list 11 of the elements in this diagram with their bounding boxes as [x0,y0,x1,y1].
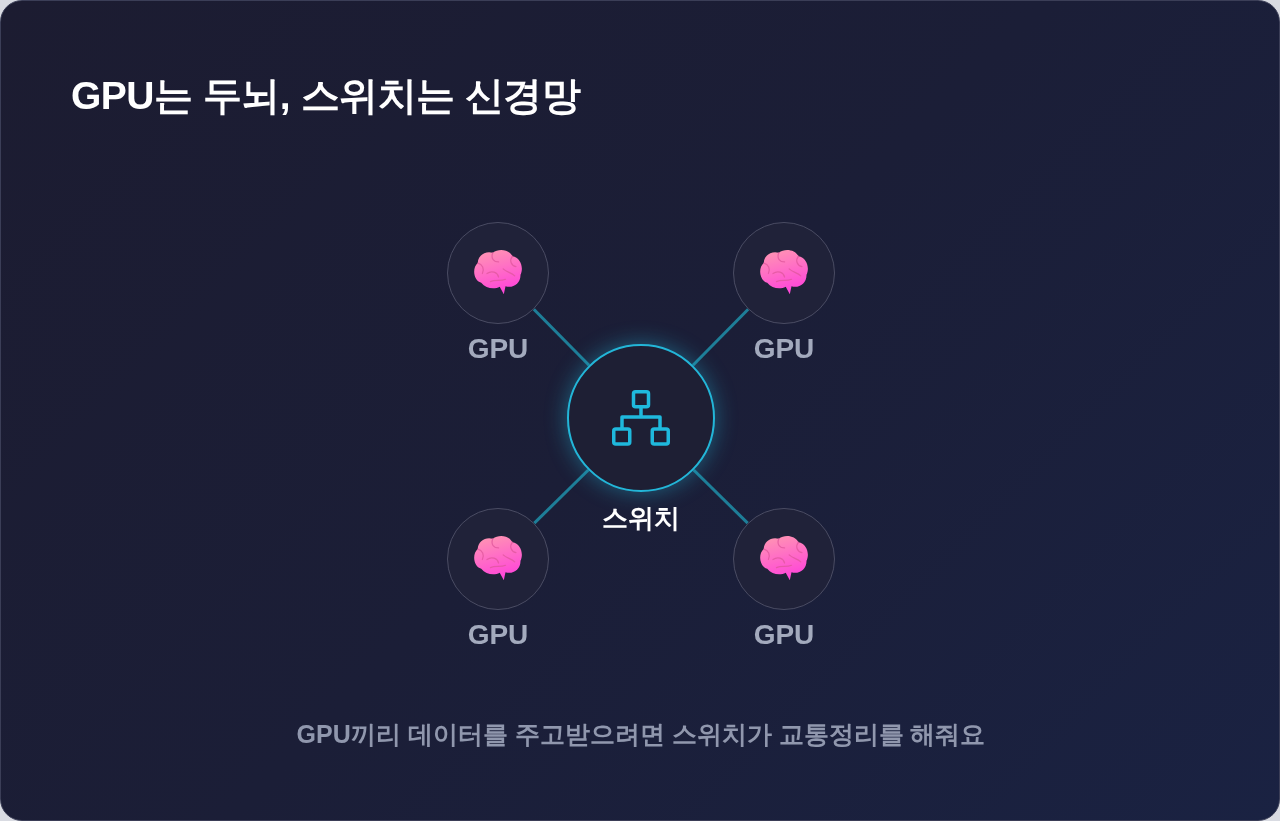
connector-line [532,308,591,367]
node-label: GPU [753,619,815,651]
title: GPU는 두뇌, 스위치는 신경망 [71,73,581,119]
node-label: 스위치 [602,502,680,534]
node-label: GPU [467,333,529,365]
node-label: GPU [753,333,815,365]
connector-line [533,468,590,525]
node-label: GPU [467,619,529,651]
caption: GPU끼리 데이터를 주고받으려면 스위치가 교통정리를 해줘요 [295,719,987,750]
connector-line [692,468,749,525]
connector-line [691,308,750,367]
